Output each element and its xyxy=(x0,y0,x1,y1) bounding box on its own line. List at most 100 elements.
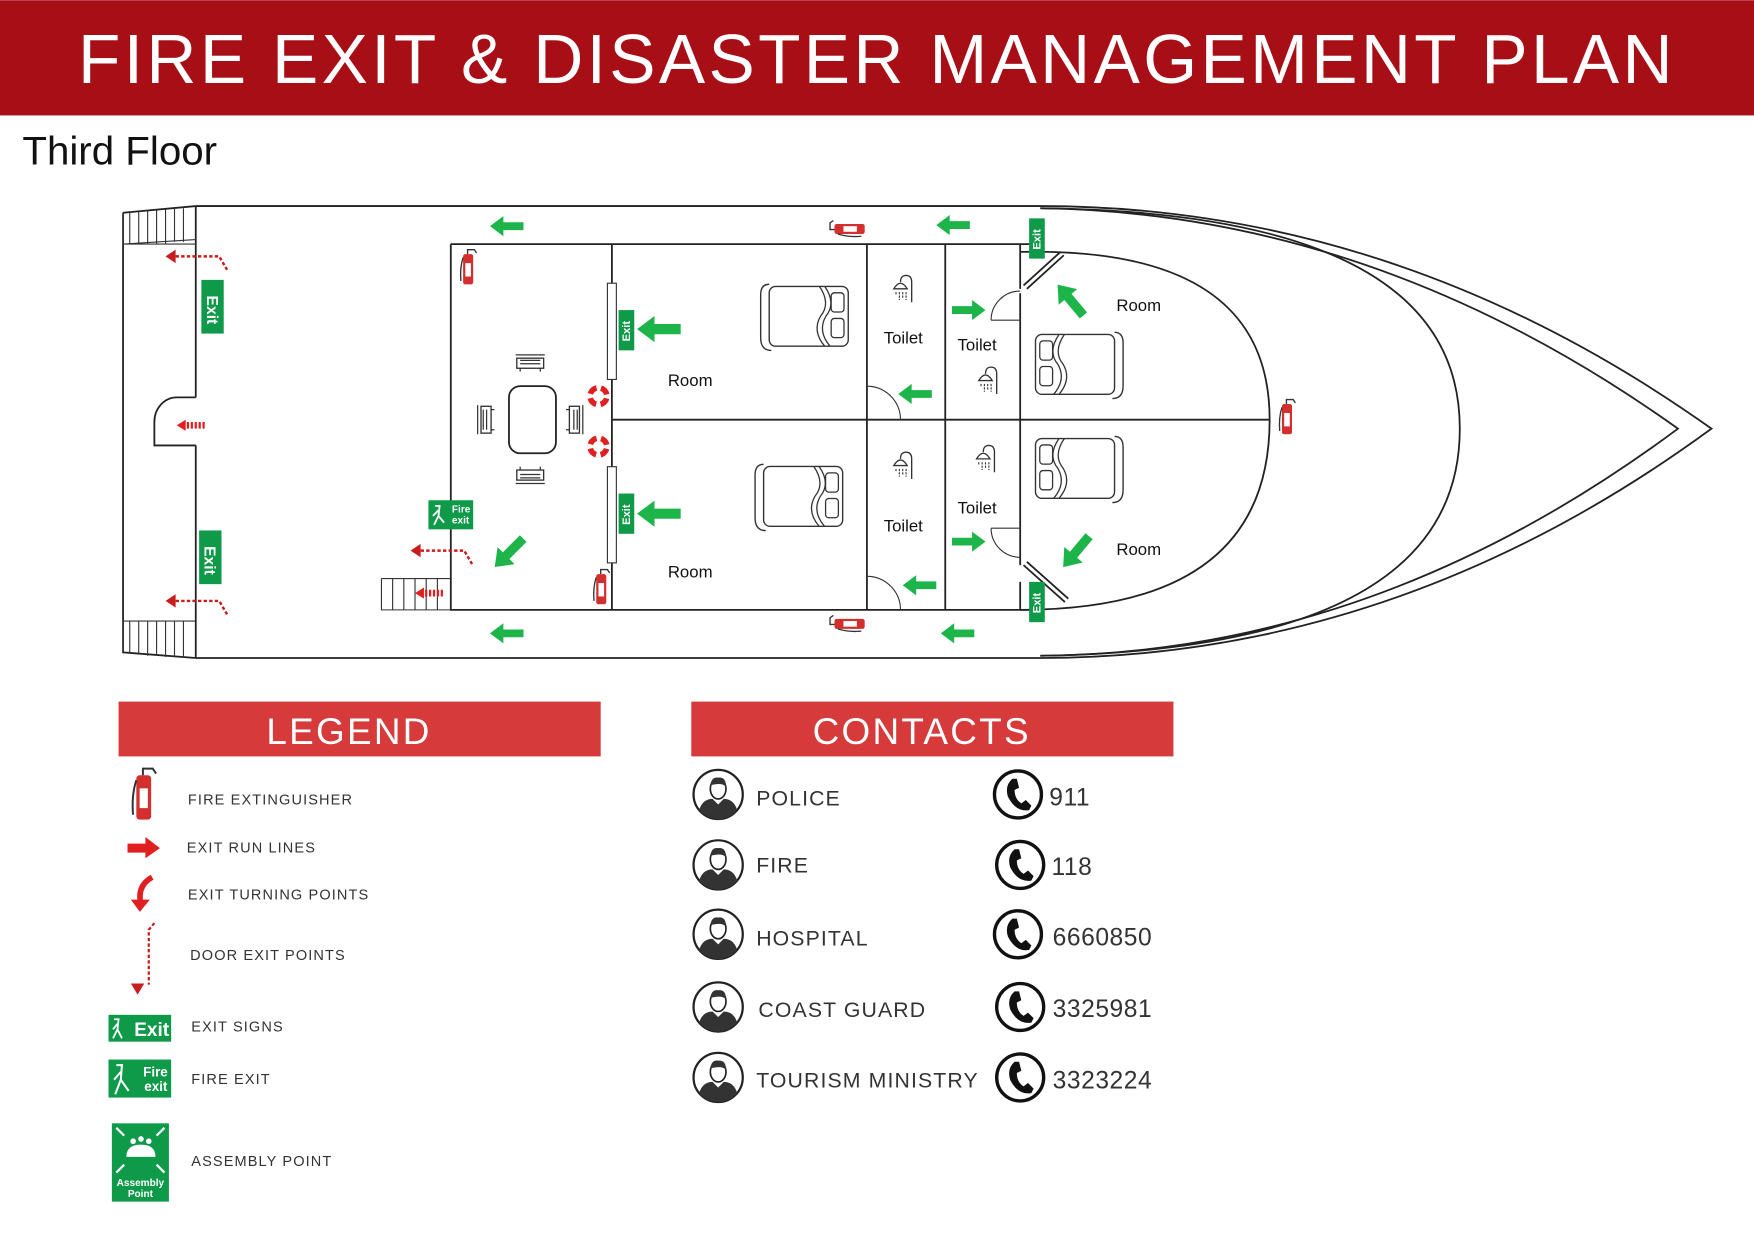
exit-run-arrows xyxy=(486,214,1099,644)
shower-icon xyxy=(975,444,996,473)
phone-icon xyxy=(995,981,1046,1033)
green-arrow-left-icon xyxy=(637,316,681,343)
svg-text:Exit: Exit xyxy=(201,546,218,575)
exit-sign-icon: Exit xyxy=(108,1014,172,1042)
bed-icon xyxy=(754,463,844,532)
contact-row-police: POLICE 911 xyxy=(692,768,1090,821)
legend-label: FIRE EXIT xyxy=(191,1072,271,1088)
toilet-label: Toilet xyxy=(884,517,923,536)
contact-name: COAST GUARD xyxy=(758,998,926,1022)
boat-hull xyxy=(122,205,1714,659)
exit-sign: Exit xyxy=(618,493,635,534)
svg-text:Exit: Exit xyxy=(134,1020,170,1041)
contact-name: FIRE xyxy=(756,854,809,878)
chair xyxy=(565,404,584,435)
exit-sign: Exit xyxy=(618,310,635,351)
green-arrow-left-icon xyxy=(940,623,975,644)
green-arrow-right-icon xyxy=(951,531,986,552)
green-arrow-left-icon xyxy=(936,214,970,236)
room-label: Room xyxy=(668,371,713,390)
lifebuoy-icon xyxy=(590,388,607,405)
cabin-walls xyxy=(380,243,1270,611)
svg-text:exit: exit xyxy=(452,516,470,527)
exit-sign: Exit xyxy=(1029,218,1045,259)
contact-row-fire: FIRE 118 xyxy=(692,839,1093,891)
green-arrow-left-icon xyxy=(902,575,937,596)
svg-text:Exit: Exit xyxy=(203,296,220,325)
phone-icon xyxy=(995,1052,1046,1103)
exit-run-line-icon xyxy=(177,420,206,431)
svg-text:Assembly: Assembly xyxy=(117,1178,165,1189)
svg-text:Fire: Fire xyxy=(143,1064,168,1079)
legend-label: ASSEMBLY POINT xyxy=(191,1154,332,1170)
lifebuoy-icon xyxy=(590,438,607,455)
toilet-label: Toilet xyxy=(958,335,997,354)
legend-label: FIRE EXTINGUISHER xyxy=(188,793,353,809)
chair xyxy=(515,354,546,373)
contact-row-hospital: HOSPITAL 6660850 xyxy=(692,908,1153,961)
legend-label: EXIT RUN LINES xyxy=(187,841,316,857)
floor-plan: Room Room Room Room Toilet Toilet Toilet… xyxy=(122,205,1714,659)
bed-icon xyxy=(1034,435,1124,504)
curved-arrow-icon xyxy=(130,874,154,912)
red-arrow-icon xyxy=(127,836,160,859)
fire-extinguisher-icon xyxy=(829,614,866,633)
legend-label: EXIT TURNING POINTS xyxy=(188,888,369,904)
door-exit-point-icon xyxy=(409,542,474,566)
fire-exit-sign-icon: Fire exit xyxy=(108,1059,172,1098)
shower-icon xyxy=(978,366,998,395)
contact-phone[interactable]: 911 xyxy=(1049,785,1090,812)
room-label: Room xyxy=(1116,540,1161,559)
bed-icon xyxy=(759,283,849,352)
legend-panel: LEGEND FIRE EXTINGUISHER EXIT RUN LINES … xyxy=(108,701,601,1202)
chair xyxy=(476,404,496,435)
avatar-icon xyxy=(692,908,744,961)
contact-phone[interactable]: 6660850 xyxy=(1053,924,1153,951)
legend-header xyxy=(118,701,601,757)
avatar-icon xyxy=(692,1051,744,1104)
green-arrow-left-icon xyxy=(489,623,524,644)
contact-phone[interactable]: 3325981 xyxy=(1053,996,1153,1023)
contacts-header xyxy=(691,701,1174,757)
green-arrow-diagonal-icon xyxy=(1048,276,1093,324)
fire-extinguisher-icon xyxy=(593,568,611,605)
toilet-label: Toilet xyxy=(958,499,997,518)
dashed-arrow-icon xyxy=(130,922,156,995)
contact-name: HOSPITAL xyxy=(756,926,868,950)
svg-text:Exit: Exit xyxy=(1031,592,1043,613)
contacts-title: CONTACTS xyxy=(813,711,1031,752)
floor-label: Third Floor xyxy=(22,129,217,174)
assembly-point-icon: Assembly Point xyxy=(111,1123,169,1202)
svg-text:Point: Point xyxy=(128,1189,154,1200)
legend-label: EXIT SIGNS xyxy=(191,1020,283,1036)
svg-text:Exit: Exit xyxy=(621,321,633,342)
contact-name: TOURISM MINISTRY xyxy=(756,1069,979,1093)
svg-text:Exit: Exit xyxy=(621,504,633,525)
contacts-panel: CONTACTS POLICE 911 FIRE 118 HOSPITAL 66… xyxy=(691,701,1174,1104)
fire-extinguisher-icon xyxy=(829,219,866,238)
fire-extinguisher-icon xyxy=(459,249,478,286)
bed-icon xyxy=(1034,331,1124,400)
contact-phone[interactable]: 118 xyxy=(1052,854,1093,881)
green-arrow-left-icon xyxy=(637,500,681,527)
contact-name: POLICE xyxy=(756,787,841,811)
phone-icon xyxy=(992,769,1044,820)
avatar-icon xyxy=(692,981,744,1033)
dining-table xyxy=(508,385,557,455)
shower-icon xyxy=(893,451,913,480)
green-arrow-left-icon xyxy=(489,216,524,237)
legend-title: LEGEND xyxy=(266,711,431,752)
phone-icon xyxy=(995,839,1046,891)
toilet-label: Toilet xyxy=(884,329,923,348)
svg-text:exit: exit xyxy=(144,1079,168,1094)
avatar-icon xyxy=(692,839,744,891)
fire-extinguisher-icon xyxy=(131,767,158,821)
exit-sign: Exit xyxy=(199,530,222,585)
contact-phone[interactable]: 3323224 xyxy=(1053,1068,1153,1095)
phone-icon xyxy=(992,909,1044,960)
room-label: Room xyxy=(668,562,713,581)
green-arrow-diagonal-icon xyxy=(486,530,532,576)
exit-sign: Exit xyxy=(1029,581,1045,623)
green-arrow-diagonal-icon xyxy=(1053,528,1099,575)
legend-label: DOOR EXIT POINTS xyxy=(190,948,346,964)
